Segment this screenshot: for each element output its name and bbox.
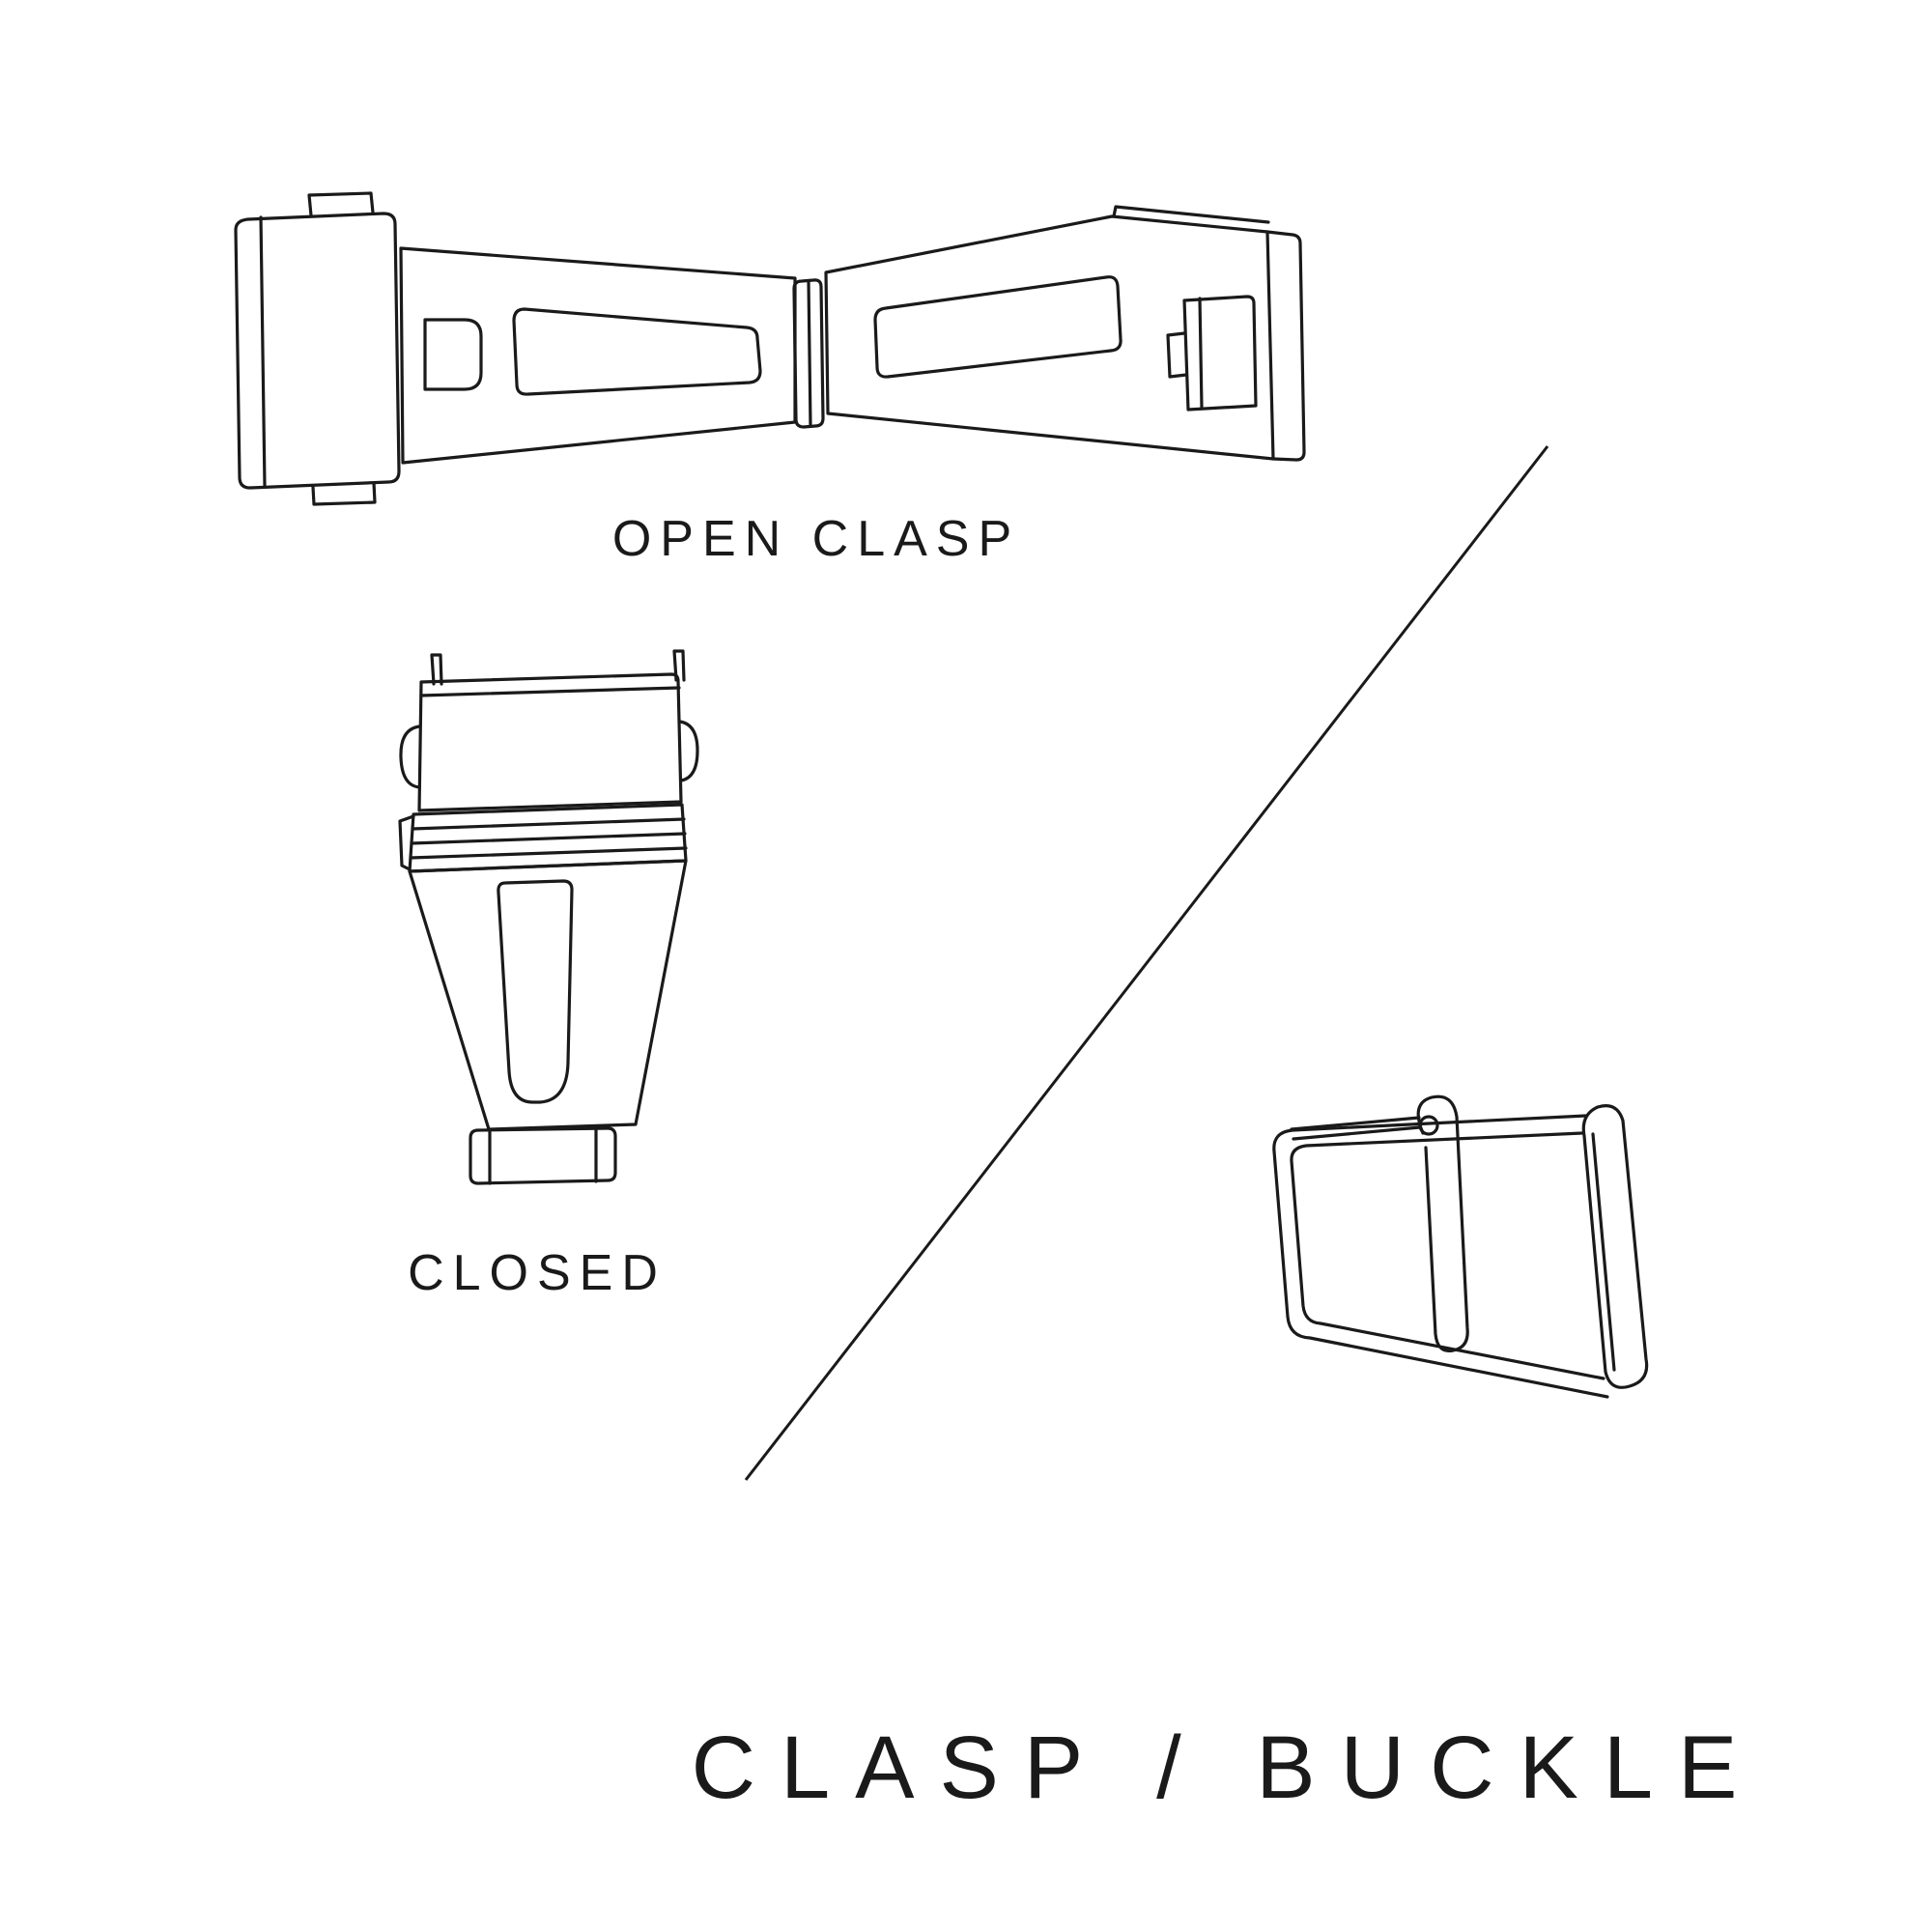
page-title: CLASP / BUCKLE <box>691 1719 1763 1817</box>
tang-buckle-illustration <box>1272 1094 1649 1399</box>
closed-clasp-figure <box>386 639 705 1209</box>
open-clasp-illustration <box>234 191 1306 506</box>
closed-clasp-illustration <box>398 649 699 1185</box>
open-clasp-label: OPEN CLASP <box>611 511 1021 567</box>
closed-clasp-label: CLOSED <box>408 1245 667 1301</box>
open-clasp-figure <box>217 179 1309 507</box>
buckle-figure <box>1239 1090 1674 1437</box>
